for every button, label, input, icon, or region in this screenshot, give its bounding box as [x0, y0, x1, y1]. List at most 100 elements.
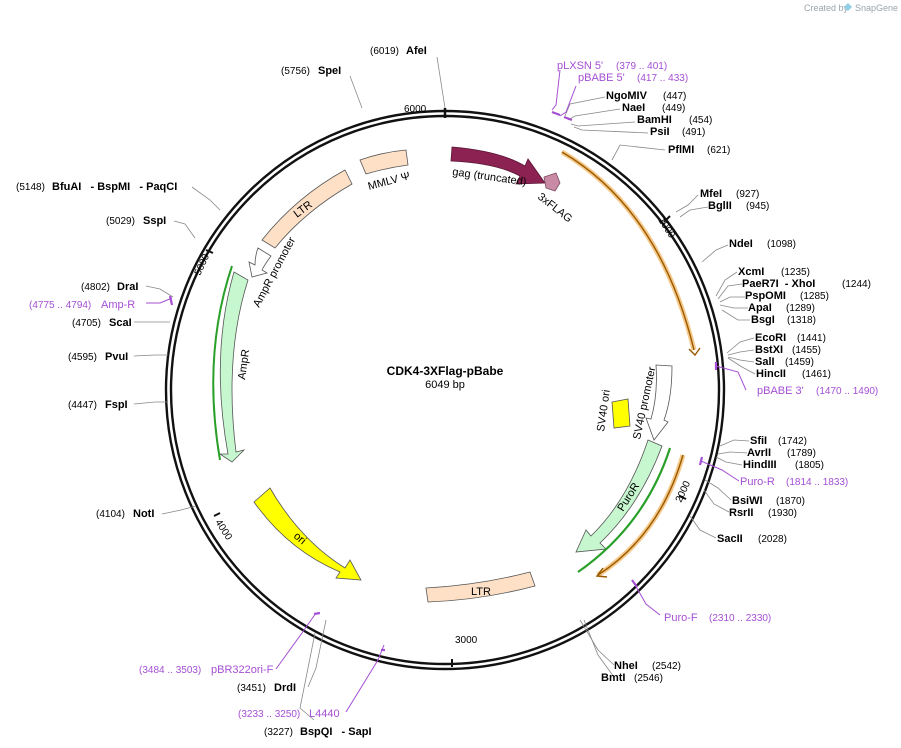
site-sacii[interactable]: SacII (2028)	[717, 533, 787, 545]
svg-text:(927): (927)	[736, 189, 759, 200]
site-scai[interactable]: (4705)ScaI	[72, 317, 132, 329]
site-bsgi[interactable]: BsgI(1318)	[751, 314, 816, 326]
svg-text:BsgI: BsgI	[751, 314, 775, 326]
site-bstxi[interactable]: BstXI(1455)	[755, 344, 821, 356]
feature-sv40-ori-box[interactable]	[611, 398, 631, 429]
primer-l4440[interactable]: (3233 .. 3250)L4440	[238, 708, 340, 720]
site-sali[interactable]: SalI(1459)	[755, 356, 814, 368]
site-drdi[interactable]: (3451)DrdI	[237, 682, 296, 694]
site-bmti[interactable]: BmtI(2546)	[601, 672, 663, 684]
svg-text:pBR322ori-F: pBR322ori-F	[211, 664, 274, 676]
tick-label-6000: 6000	[404, 104, 427, 115]
feature-sv40-promoter-arrow[interactable]	[645, 364, 673, 441]
site-avrii[interactable]: AvrII(1789)	[747, 447, 816, 459]
svg-text:(2028): (2028)	[758, 534, 787, 545]
svg-text:SspI: SspI	[143, 215, 166, 227]
primer-amp-r[interactable]: (4775 .. 4794)Amp-R	[29, 299, 135, 311]
svg-text:(621): (621)	[707, 145, 730, 156]
site-ngomiv[interactable]: NgoMIV(447)	[606, 90, 686, 102]
site-bfuai-bspmi-paqci[interactable]: (5148)BfuAI - BspMI - PaqCI	[16, 181, 177, 193]
site-ecori[interactable]: EcoRI(1441)	[755, 332, 826, 344]
svg-text:(1470 .. 1490): (1470 .. 1490)	[816, 386, 878, 397]
site-bsiwi[interactable]: BsiWI (1870)	[732, 495, 805, 507]
feature-ltr-lower-box[interactable]	[425, 571, 536, 603]
svg-text:(4104): (4104)	[96, 509, 125, 520]
site-rsrii[interactable]: RsrII(1930)	[729, 507, 797, 519]
svg-text:(1441): (1441)	[797, 333, 826, 344]
feature-gag-arrow[interactable]	[450, 146, 546, 185]
svg-text:(1789): (1789)	[787, 448, 816, 459]
primer-puro-r[interactable]: Puro-R (1814 .. 1833)	[740, 476, 848, 488]
feature-ampr-promoter-arrow[interactable]	[248, 247, 272, 278]
site-fspi[interactable]: (4447)FspI	[68, 399, 128, 411]
svg-text:BsiWI: BsiWI	[732, 495, 763, 507]
site-mfei[interactable]: MfeI(927)	[700, 188, 759, 200]
site-paer7i-xhoi[interactable]: PaeR7I - XhoI(1244)	[742, 278, 871, 290]
svg-text:AfeI: AfeI	[406, 45, 427, 57]
primer-puro-f[interactable]: Puro-F(2310 .. 2330)	[664, 612, 771, 624]
site-drai[interactable]: (4802)DraI	[81, 281, 138, 293]
svg-text:(5029): (5029)	[106, 216, 135, 227]
svg-text:BspQI - SapI: BspQI - SapI	[300, 726, 372, 738]
site-psii[interactable]: PsiI(491)	[650, 126, 705, 138]
feature-puror-arrow[interactable]	[575, 439, 663, 553]
site-spei[interactable]: (5756)SpeI	[281, 65, 341, 77]
site-afei[interactable]: (6019) AfeI	[370, 45, 427, 57]
site-noti[interactable]: (4104)NotI	[96, 508, 154, 520]
site-apai[interactable]: ApaI(1289)	[748, 302, 815, 314]
svg-text:Puro-F: Puro-F	[664, 612, 698, 624]
primer-pbabe5[interactable]: pBABE 5'(417 .. 433)	[578, 72, 688, 84]
feature-3xflag-arrow[interactable]	[543, 172, 561, 192]
svg-text:SalI: SalI	[755, 356, 775, 368]
feature-ltr-upper-box[interactable]	[261, 169, 353, 249]
tick-1000	[663, 215, 671, 223]
feature-mmlv-psi-box[interactable]	[359, 149, 409, 175]
site-nhei[interactable]: NheI(2542)	[614, 660, 681, 672]
svg-text:Puro-R: Puro-R	[740, 476, 775, 488]
primer-plxsn5[interactable]: pLXSN 5'(379 .. 401)	[557, 60, 667, 72]
svg-text:SacII: SacII	[717, 533, 743, 545]
site-hincii[interactable]: HincII(1461)	[756, 368, 831, 380]
site-ndei[interactable]: NdeI(1098)	[729, 238, 796, 250]
site-sspi[interactable]: (5029) SspI	[106, 215, 166, 227]
svg-text:(1814 .. 1833): (1814 .. 1833)	[786, 477, 848, 488]
site-hindiii[interactable]: HindIII(1805)	[743, 459, 824, 471]
svg-text:BglII: BglII	[708, 200, 732, 212]
feature-ori-arrow[interactable]	[253, 487, 362, 581]
primers: pLXSN 5'(379 .. 401) pBABE 5'(417 .. 433…	[29, 60, 878, 720]
site-bglii[interactable]: BglII(945)	[708, 200, 769, 212]
site-bspqi-sapi[interactable]: (3227)BspQI - SapI	[264, 726, 372, 738]
svg-text:L4440: L4440	[309, 708, 340, 720]
ampr-orf-line	[212, 265, 233, 461]
svg-text:NaeI: NaeI	[622, 102, 645, 114]
tick-label-3000: 3000	[455, 635, 478, 646]
site-xcmi[interactable]: XcmI(1235)	[738, 266, 810, 278]
site-leader-lines	[133, 56, 756, 721]
svg-text:PspOMI: PspOMI	[745, 290, 786, 302]
site-pspomi[interactable]: PspOMI(1285)	[745, 290, 829, 302]
site-pflmi[interactable]: PflMI (621)	[668, 144, 730, 156]
svg-text:(2542): (2542)	[652, 661, 681, 672]
svg-text:SfiI: SfiI	[750, 435, 767, 447]
site-bamhi[interactable]: BamHI(454)	[637, 114, 712, 126]
svg-text:(1235): (1235)	[781, 267, 810, 278]
svg-text:ApaI: ApaI	[748, 302, 772, 314]
svg-text:(1870): (1870)	[776, 496, 805, 507]
svg-text:(6019): (6019)	[370, 46, 399, 57]
orf-arrowhead-lower-icon	[595, 567, 608, 578]
site-sfii[interactable]: SfiI(1742)	[750, 435, 807, 447]
svg-text:(491): (491)	[682, 127, 705, 138]
svg-text:(454): (454)	[689, 115, 712, 126]
primer-marks	[168, 110, 718, 652]
site-naei[interactable]: NaeI(449)	[622, 102, 685, 114]
primer-pbr322ori-f[interactable]: (3484 .. 3503)pBR322ori-F	[139, 664, 274, 676]
site-pvui[interactable]: (4595)PvuI	[68, 351, 128, 363]
tick-label-2000: 2000	[674, 479, 694, 504]
svg-text:(4802): (4802)	[81, 282, 110, 293]
svg-text:BmtI: BmtI	[601, 672, 625, 684]
svg-text:PflMI: PflMI	[668, 144, 694, 156]
tick-5000	[205, 249, 214, 254]
primer-pbabe3[interactable]: pBABE 3'(1470 .. 1490)	[757, 385, 878, 397]
feature-ampr-arrow[interactable]	[218, 271, 249, 463]
